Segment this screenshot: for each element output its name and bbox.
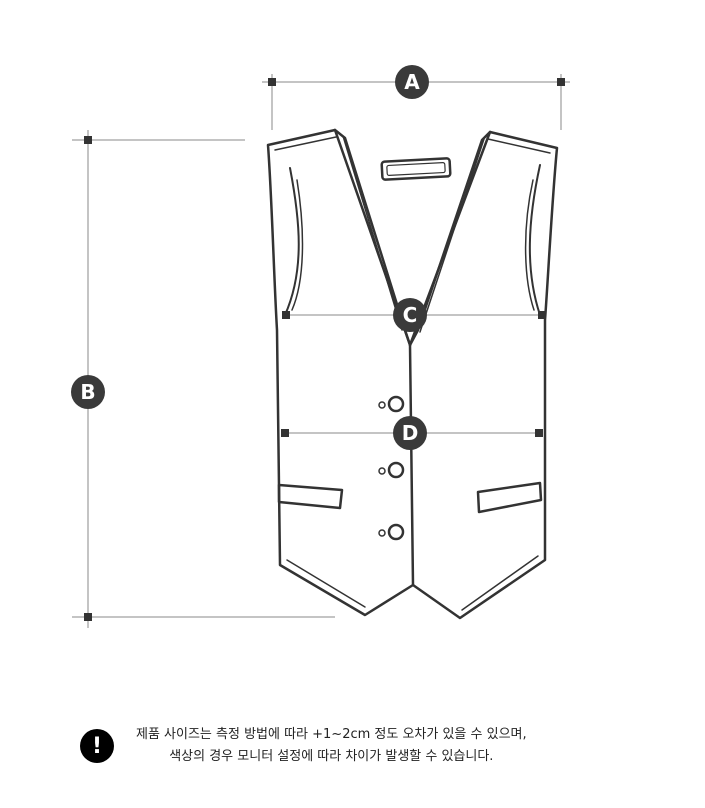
measure-b-start-tick — [84, 136, 92, 144]
marker-a: A — [395, 65, 429, 99]
measure-d-start-tick — [281, 429, 289, 437]
vest-illustration — [266, 128, 559, 620]
marker-b: B — [71, 375, 105, 409]
measure-c-start-tick — [282, 311, 290, 319]
marker-c: C — [393, 298, 427, 332]
measure-a-start-tick — [268, 78, 276, 86]
measure-a-end-tick — [557, 78, 565, 86]
notice-text: 제품 사이즈는 측정 방법에 따라 +1~2cm 정도 오차가 있을 수 있으며… — [136, 724, 527, 768]
measure-c-end-tick — [538, 311, 546, 319]
size-notice: ! 제품 사이즈는 측정 방법에 따라 +1~2cm 정도 오차가 있을 수 있… — [80, 724, 640, 768]
measure-d-end-tick — [535, 429, 543, 437]
exclamation-icon: ! — [80, 729, 114, 763]
notice-line-2: 색상의 경우 모니터 설정에 따라 차이가 발생할 수 있습니다. — [169, 749, 494, 764]
measure-b-end-tick — [84, 613, 92, 621]
marker-d: D — [393, 416, 427, 450]
notice-line-1: 제품 사이즈는 측정 방법에 따라 +1~2cm 정도 오차가 있을 수 있으며… — [136, 727, 527, 742]
